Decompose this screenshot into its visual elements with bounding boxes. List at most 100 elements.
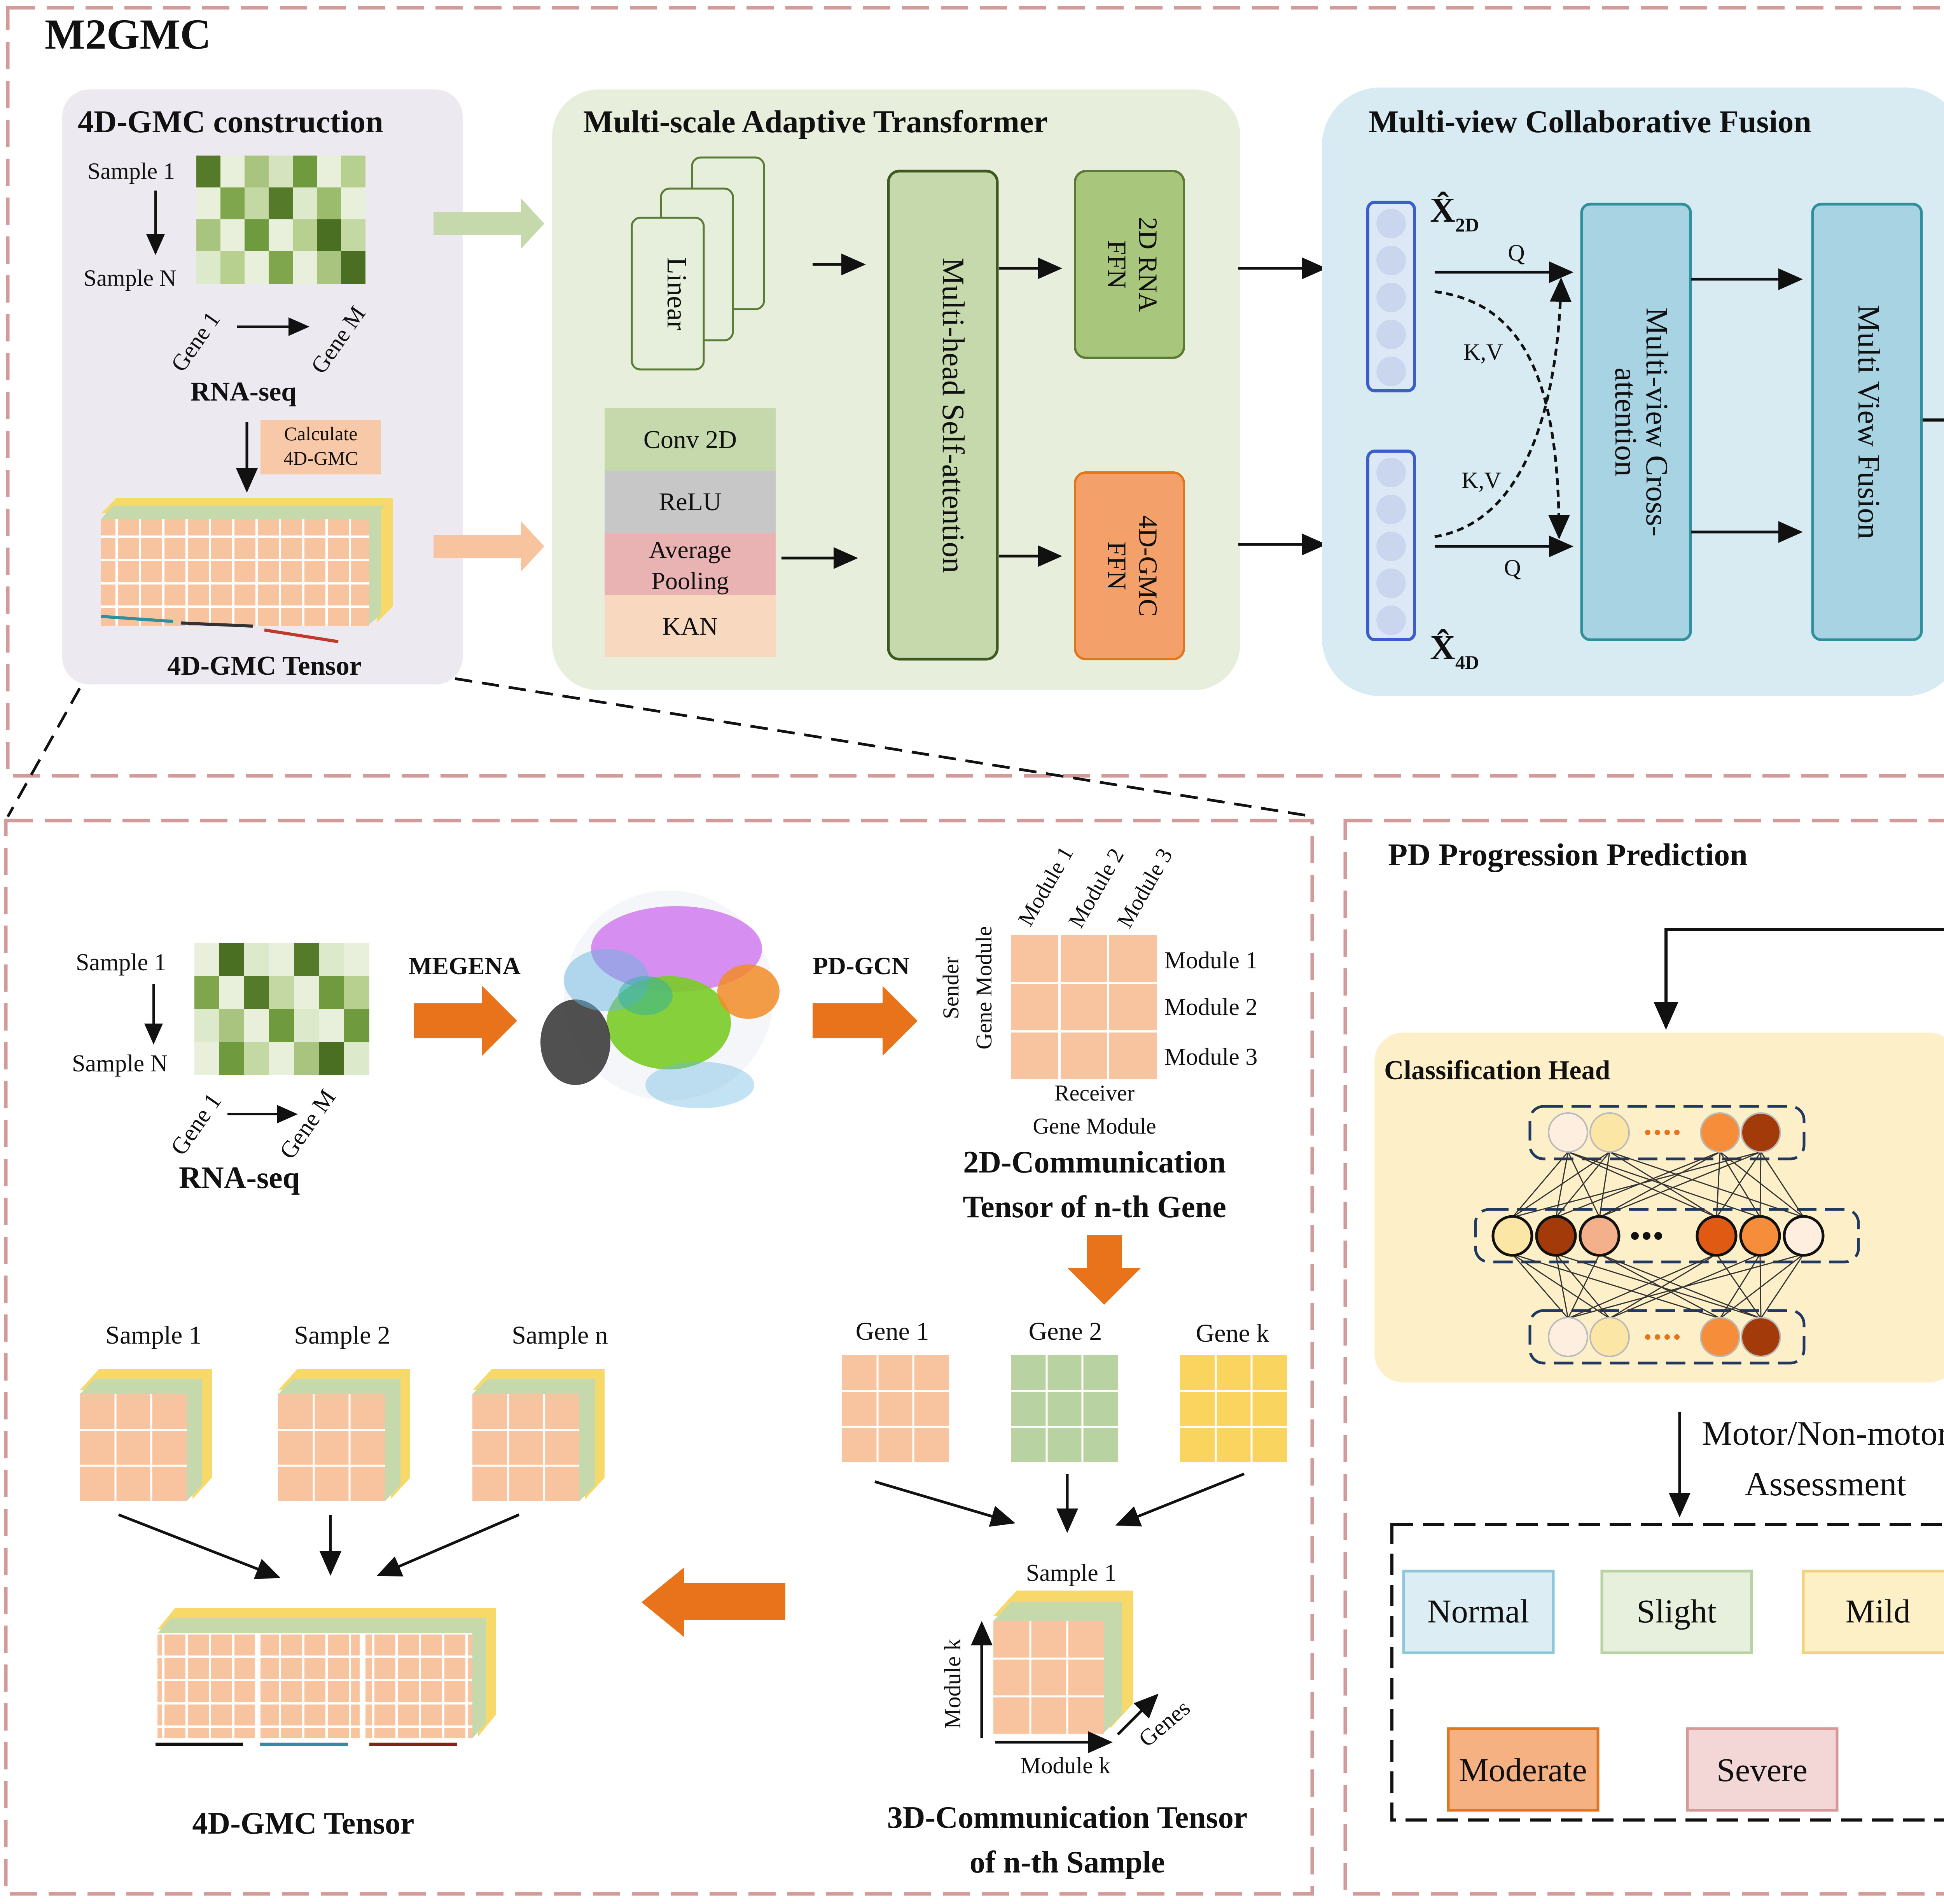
sample1-to-tensor-arrow <box>118 1513 281 1579</box>
x4d-label: X̂4D <box>1430 628 1479 673</box>
bottom-gene-first-label: Gene 1 <box>166 1088 227 1160</box>
class-severe-label: Severe <box>1717 1751 1808 1788</box>
ffn4d-label-1: 4D-GMC <box>1133 515 1163 617</box>
comm3d-sample-label: Sample 1 <box>1026 1560 1116 1586</box>
gmc-tensor-bottom <box>156 1608 496 1746</box>
class-mild-label: Mild <box>1845 1592 1910 1630</box>
green-flow-arrow <box>434 198 544 249</box>
genes-depth-label: Genes <box>1134 1695 1195 1752</box>
comm-3d-cube <box>993 1591 1133 1734</box>
receiver-label-2: Gene Module <box>1033 1113 1156 1139</box>
ffn2d-block <box>1074 170 1185 359</box>
calc-4dgmc-box <box>260 420 381 474</box>
ffn4d-block <box>1074 471 1185 660</box>
module-k-vertical-label: Module k <box>940 1639 965 1729</box>
genek-to-3d-arrow <box>1115 1472 1245 1527</box>
sample-first-label: Sample 1 <box>87 158 175 184</box>
fusion-title: Multi-view Collaborative Fusion <box>1369 104 1811 139</box>
coexpression-network <box>540 891 780 1108</box>
sample-last-label: Sample N <box>84 265 176 291</box>
kv-top-arrow <box>1434 290 1570 539</box>
comm-2d-matrix <box>1011 935 1157 1079</box>
megena-arrow <box>414 986 517 1056</box>
rnaseq-heatmap-top <box>196 156 365 284</box>
sample-1-cube <box>80 1369 212 1501</box>
kan-label: KAN <box>663 612 718 640</box>
kv-bottom-label: K,V <box>1461 467 1501 493</box>
bottom-sample-first-label: Sample 1 <box>76 949 166 976</box>
calc-label-1: Calculate <box>284 423 358 444</box>
neural-network-graphic <box>1474 1105 1860 1365</box>
samplen-to-tensor-arrow <box>376 1513 520 1577</box>
pdgcn-arrow <box>813 986 918 1056</box>
peach-flow-arrow <box>434 521 544 572</box>
ffn4d-label-2: FFN <box>1102 542 1132 590</box>
avgpool-label-2: Pooling <box>651 567 729 595</box>
avgpool-block <box>605 533 776 595</box>
class-normal-label: Normal <box>1427 1592 1530 1630</box>
calc-label-2: 4D-GMC <box>283 447 358 469</box>
cross-attention-block <box>1580 203 1692 641</box>
prediction-title: PD Progression Prediction <box>1388 837 1748 872</box>
gmc-tensor-label-top: 4D-GMC Tensor <box>167 651 362 681</box>
q-bottom-label: Q <box>1504 555 1521 581</box>
rnaseq-heatmap-bottom <box>194 943 369 1075</box>
comm3d-title-1: 3D-Communication Tensor <box>887 1801 1248 1835</box>
gene-2-label: Gene 2 <box>1029 1317 1102 1346</box>
sender-label-2: Gene Module <box>971 926 996 1049</box>
conv2d-block <box>605 408 776 471</box>
sender-label-1: Sender <box>938 956 963 1019</box>
bottom-gene-last-label: Gene M <box>274 1085 341 1164</box>
rnaseq-label: RNA-seq <box>191 377 296 407</box>
q-top-label: Q <box>1508 240 1524 266</box>
left-orange-arrow <box>642 1567 785 1637</box>
gene-2-matrix <box>1011 1355 1118 1462</box>
kan-block <box>605 595 776 657</box>
gmc-construction-title: 4D-GMC construction <box>78 104 383 139</box>
gmc-tensor-top <box>101 498 393 643</box>
class-moderate-label: Moderate <box>1459 1751 1587 1788</box>
megena-label: MEGENA <box>409 952 521 980</box>
cross-attention-label-2: attention <box>1608 368 1643 476</box>
zoom-line-left <box>6 688 81 817</box>
comm2d-title-1: 2D-Communication <box>963 1145 1226 1180</box>
row-module-3: Module 3 <box>1164 1044 1257 1070</box>
ffn2d-label-2: FFN <box>1102 240 1132 289</box>
classes-box <box>1390 1523 1944 1822</box>
mvf-to-head-connector <box>1654 418 1944 1030</box>
linear-label: Linear <box>661 257 692 330</box>
gmc-tensor-label-bottom: 4D-GMC Tensor <box>192 1806 414 1841</box>
kv-bottom-arrow <box>1434 277 1572 538</box>
row-module-1: Module 1 <box>1164 947 1257 974</box>
class-slight-label: Slight <box>1636 1592 1717 1630</box>
relu-label: ReLU <box>659 488 721 516</box>
mvf-block <box>1811 203 1923 641</box>
gene-k-label: Gene k <box>1196 1319 1269 1348</box>
main-title: M2GMC <box>45 10 211 58</box>
transformer-title: Multi-scale Adaptive Transformer <box>583 104 1048 139</box>
avgpool-label-1: Average <box>649 536 731 564</box>
bottom-rnaseq-label: RNA-seq <box>179 1161 300 1195</box>
gene-1-matrix <box>842 1355 949 1462</box>
receiver-label-1: Receiver <box>1054 1080 1135 1106</box>
down-orange-arrow <box>1067 1235 1141 1305</box>
module-k-horizontal-label: Module k <box>1020 1753 1110 1778</box>
assessment-label-2: Assessment <box>1745 1465 1906 1503</box>
classification-head-title: Classification Head <box>1384 1055 1610 1085</box>
classification-head-panel <box>1374 1032 1944 1382</box>
mhsa-label: Multi-head Self-attention <box>936 258 970 573</box>
sample-1-label: Sample 1 <box>105 1321 201 1349</box>
top-panel-border <box>6 6 1944 778</box>
zoom-line-right <box>455 677 1315 818</box>
class-severe-box <box>1686 1727 1839 1812</box>
x2d-label: X̂2D <box>1430 191 1479 236</box>
ffn2d-label-1: 2D RNA <box>1133 217 1163 312</box>
relu-block <box>605 471 776 533</box>
pdgcn-label: PD-GCN <box>813 952 910 980</box>
sample-n-cube <box>472 1369 605 1501</box>
bottom-sample-last-label: Sample N <box>72 1050 168 1077</box>
x4d-token-column <box>1366 450 1416 641</box>
mvf-label: Multi View Fusion <box>1851 305 1886 539</box>
